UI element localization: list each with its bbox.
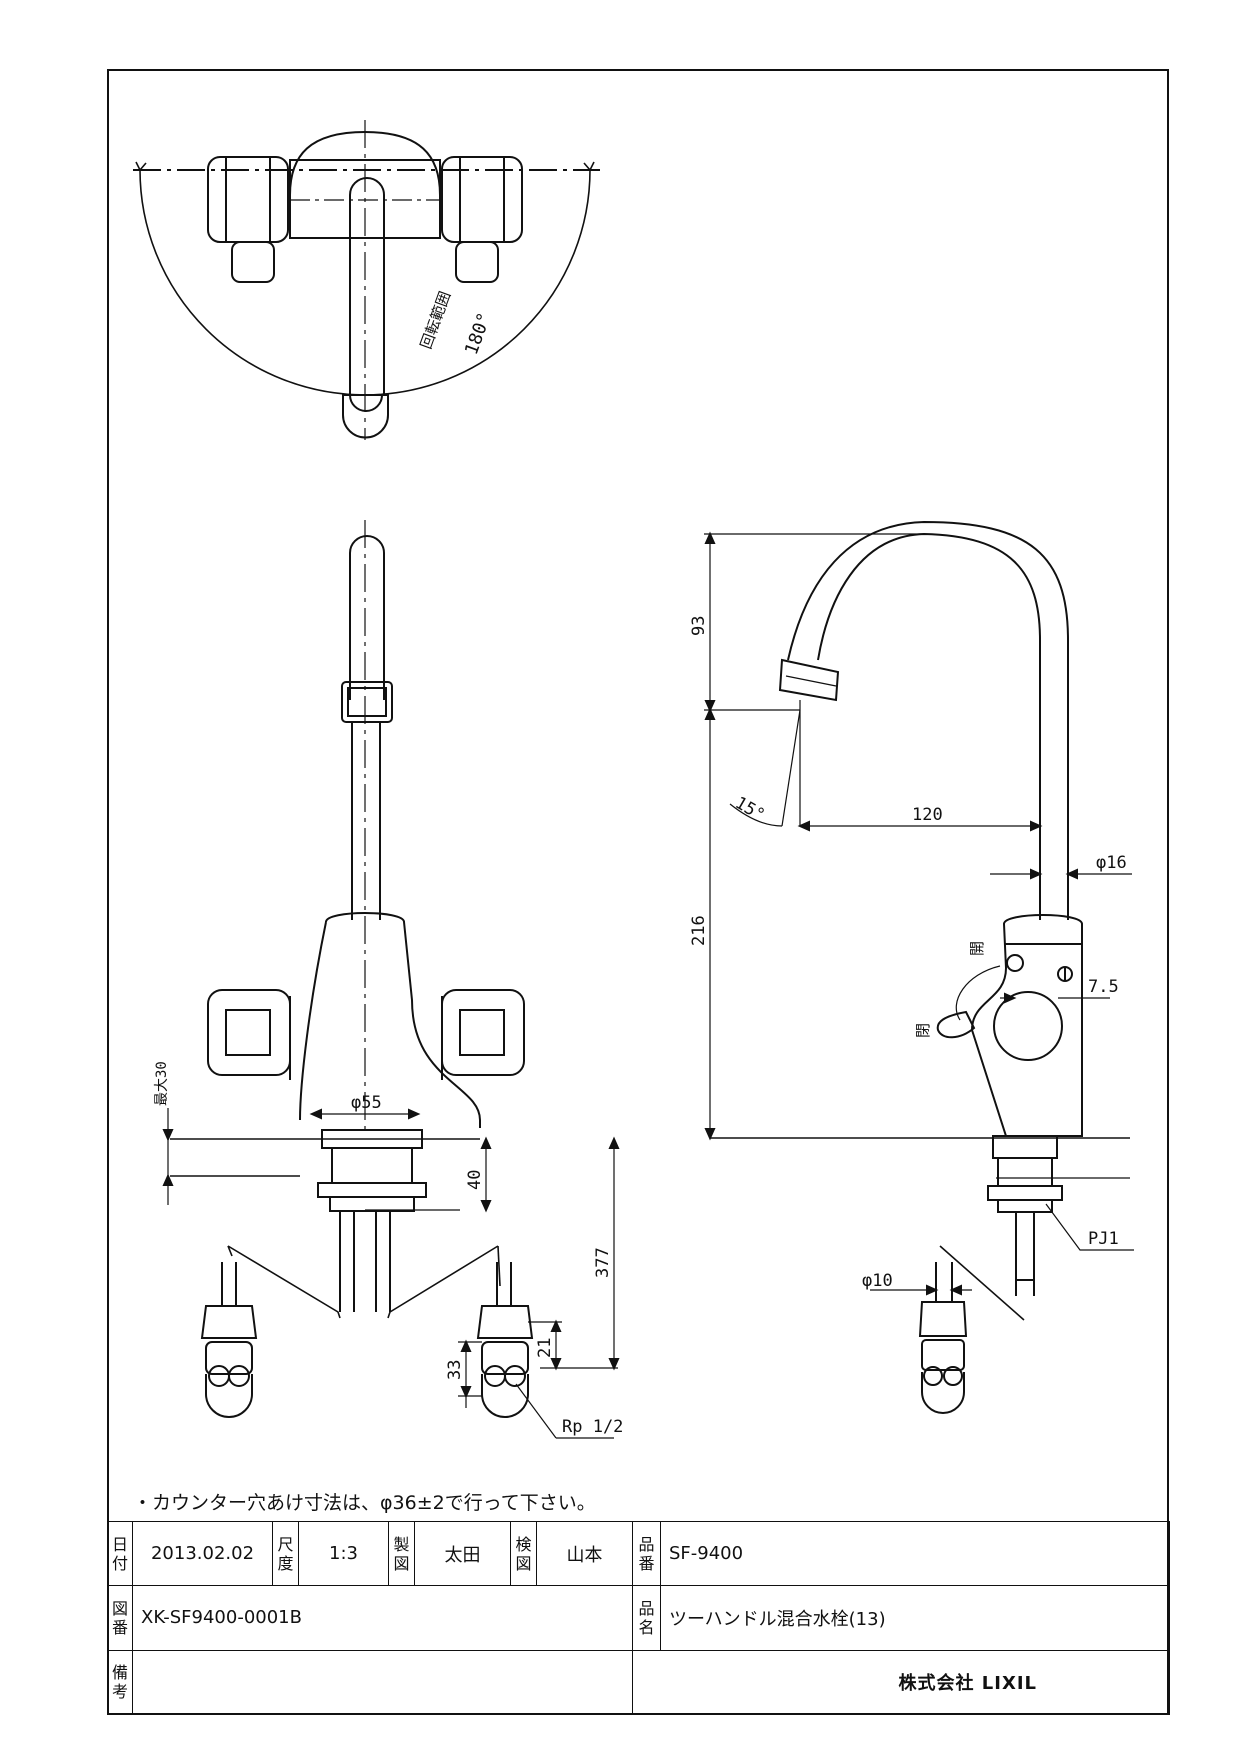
drawing-no-label: 図番: [107, 1585, 133, 1651]
open-label: 開: [968, 941, 986, 956]
angle15-label: 15°: [732, 793, 769, 826]
drawn-label: 製図: [388, 1520, 415, 1587]
dim7-5-label: 7.5: [1088, 977, 1119, 997]
product-name-label: 品名: [632, 1585, 661, 1651]
close-label: 閉: [914, 1023, 932, 1038]
dim21-label: 21: [535, 1338, 555, 1358]
scale-label: 尺度: [272, 1520, 299, 1587]
dia16-label: φ16: [1096, 853, 1127, 873]
dia10-label: φ10: [862, 1271, 893, 1291]
dim40-label: 40: [465, 1170, 485, 1190]
pj1-label: PJ1: [1088, 1229, 1119, 1249]
scale-value: 1:3: [298, 1520, 389, 1587]
top-view: [133, 120, 600, 440]
rp-half-label: Rp 1/2: [562, 1417, 623, 1437]
date-label: 日付: [107, 1520, 133, 1587]
side-view: [704, 520, 1134, 1414]
rotation-range-label: 回転範囲: [417, 289, 454, 352]
remarks-value: [132, 1649, 633, 1716]
product-name-value: ツーハンドル混合水栓(13): [660, 1585, 1170, 1651]
checked-by-value: 山本: [536, 1520, 633, 1587]
part-no-label: 品番: [632, 1520, 661, 1587]
counter-hole-note: ・カウンター穴あけ寸法は、φ36±2で行って下さい。: [133, 1492, 596, 1514]
dimension-labels: 回転範囲 180° 最大30 φ55 40 377 33 21 Rp 1/2 9…: [154, 289, 1127, 1437]
date-value: 2013.02.02: [132, 1520, 273, 1587]
checked-label: 検図: [510, 1520, 537, 1587]
dim377-label: 377: [593, 1247, 613, 1278]
drawing-no-value: XK-SF9400-0001B: [132, 1585, 633, 1651]
rotation-angle-label: 180°: [461, 310, 496, 358]
dim216-label: 216: [689, 915, 709, 946]
max30-label: 最大30: [154, 1061, 170, 1106]
front-view: [162, 520, 620, 1439]
dim120-label: 120: [912, 805, 943, 825]
company-name: 株式会社 LIXIL: [632, 1649, 1170, 1716]
title-block: 日付 2013.02.02 尺度 1:3 製図 太田 検図 山本 品番 SF-9…: [107, 1520, 1170, 1716]
remarks-label: 備考: [107, 1649, 133, 1716]
dim93-label: 93: [689, 616, 709, 636]
dim33-label: 33: [445, 1360, 465, 1380]
dia55-label: φ55: [351, 1093, 382, 1113]
part-no-value: SF-9400: [660, 1520, 1170, 1587]
drawn-by-value: 太田: [414, 1520, 511, 1587]
